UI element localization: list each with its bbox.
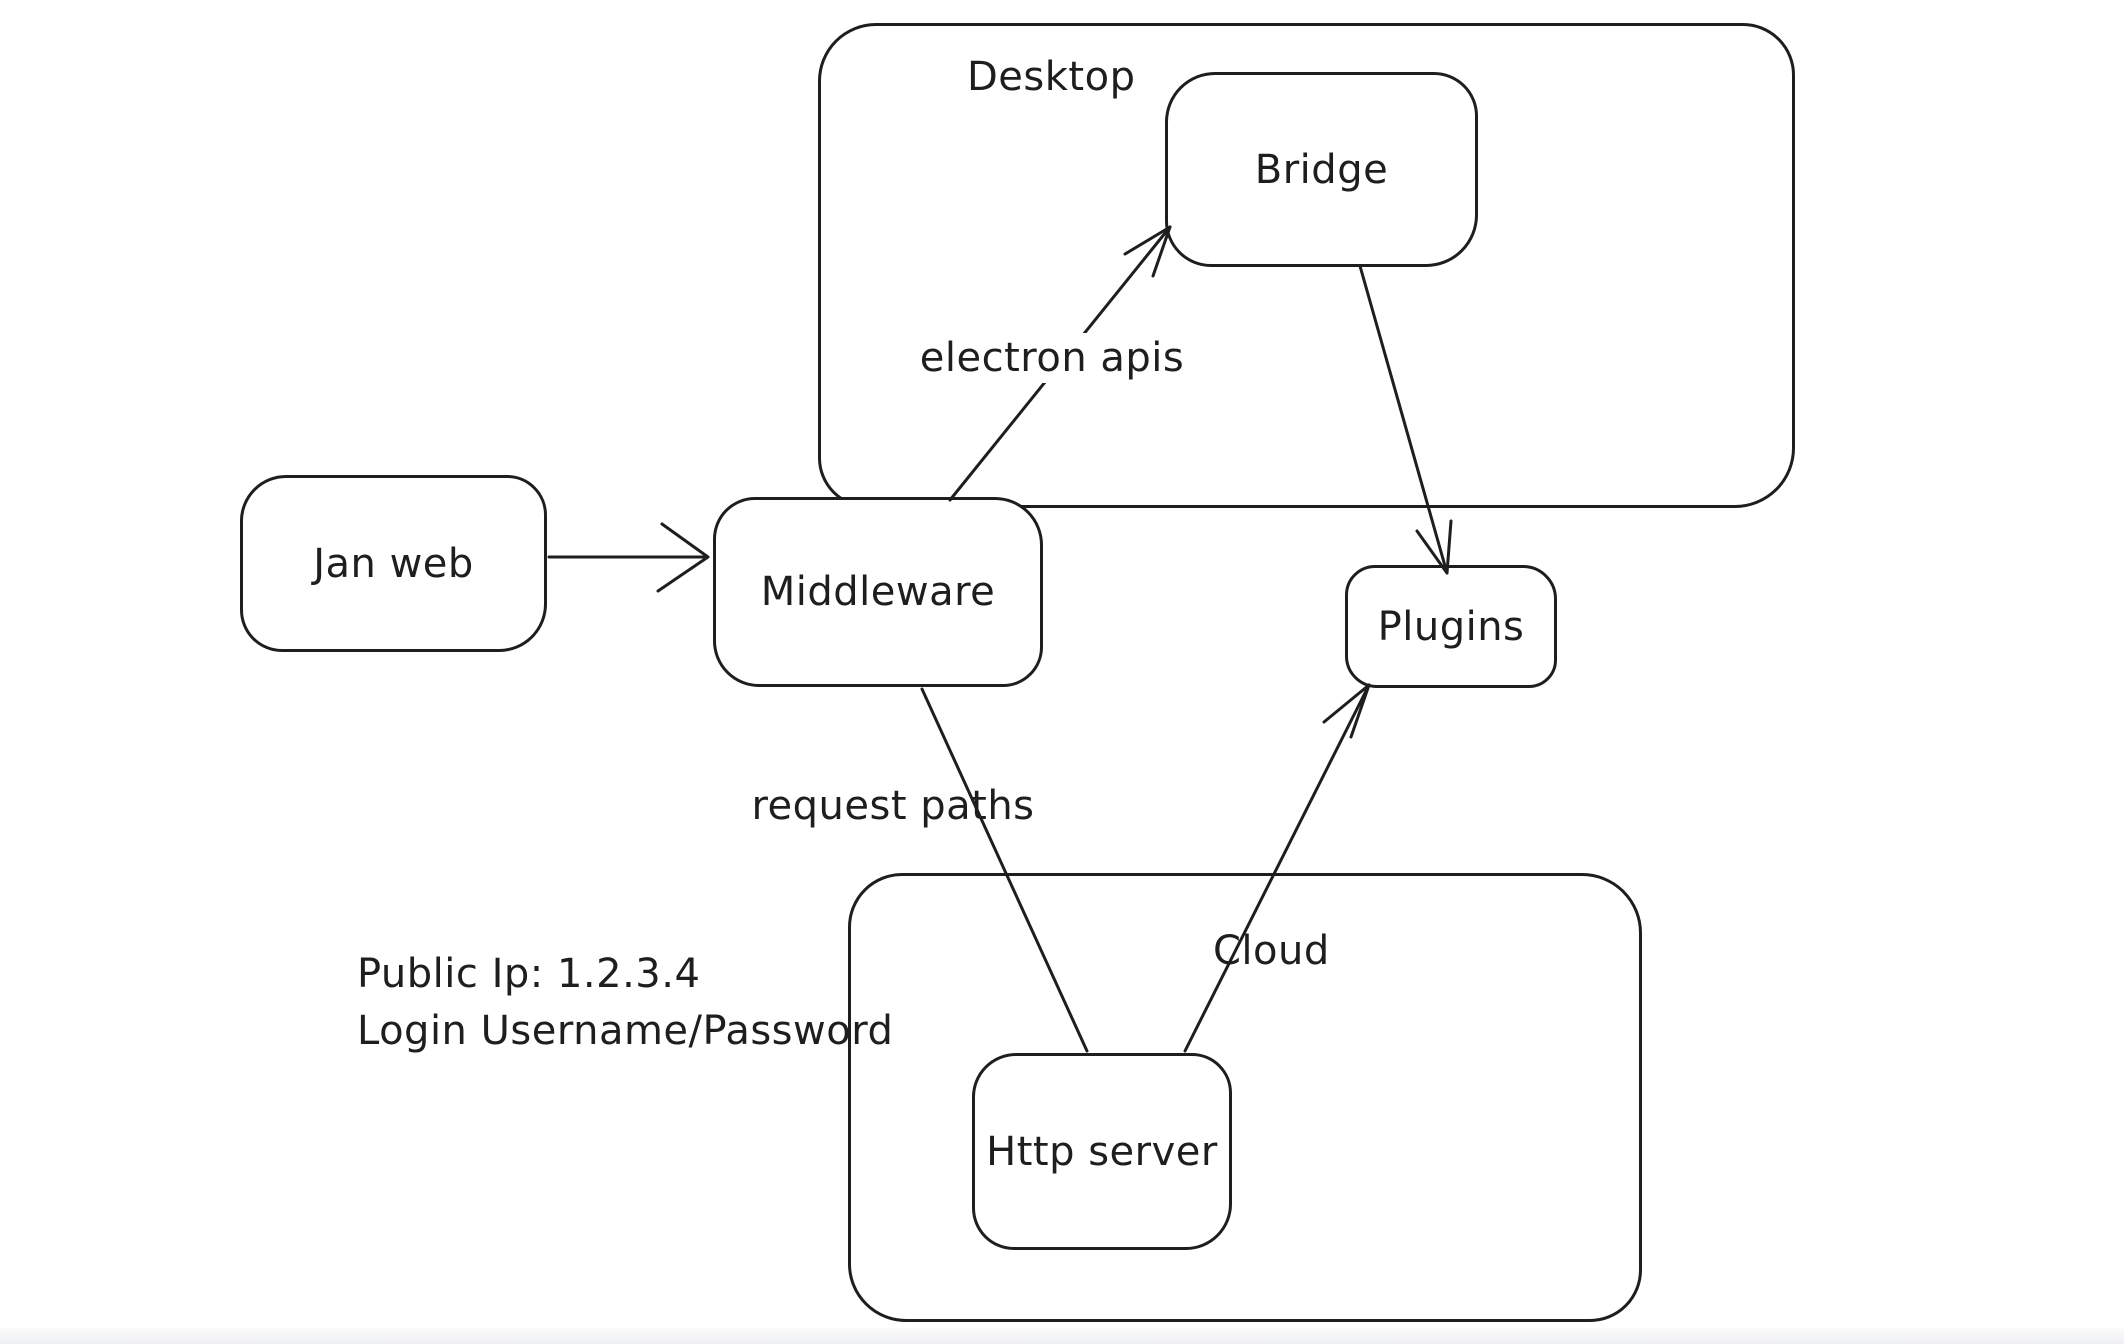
http-server-label: Http server (986, 1128, 1218, 1175)
node-jan-web[interactable]: Jan web (240, 475, 547, 652)
arrowhead-right-icon (656, 522, 710, 593)
node-middleware[interactable]: Middleware (713, 497, 1043, 687)
annotation-line-public-ip: Public Ip: 1.2.3.4 (357, 951, 701, 997)
cloud-container-label[interactable]: Cloud (1213, 928, 1330, 974)
arrowhead-upright-icon (1322, 683, 1371, 739)
bottom-edge-band (0, 1328, 2124, 1344)
edge-janweb-middleware[interactable] (547, 522, 710, 593)
desktop-container[interactable] (818, 23, 1795, 508)
middleware-label: Middleware (760, 569, 996, 615)
node-plugins[interactable]: Plugins (1345, 565, 1557, 688)
node-http-server[interactable]: Http server (972, 1053, 1232, 1250)
node-bridge[interactable]: Bridge (1165, 72, 1478, 267)
plugins-label: Plugins (1377, 603, 1525, 650)
bridge-label: Bridge (1254, 146, 1389, 193)
desktop-container-label[interactable]: Desktop (967, 54, 1136, 100)
edge-label-request-paths[interactable]: request paths (751, 783, 1035, 829)
annotation-line-login: Login Username/Password (357, 1008, 894, 1054)
edge-label-electron-apis[interactable]: electron apis (909, 333, 1195, 383)
annotation-text[interactable]: Public Ip: 1.2.3.4 Login Username/Passwo… (357, 946, 893, 1060)
jan-web-label: Jan web (313, 540, 474, 587)
